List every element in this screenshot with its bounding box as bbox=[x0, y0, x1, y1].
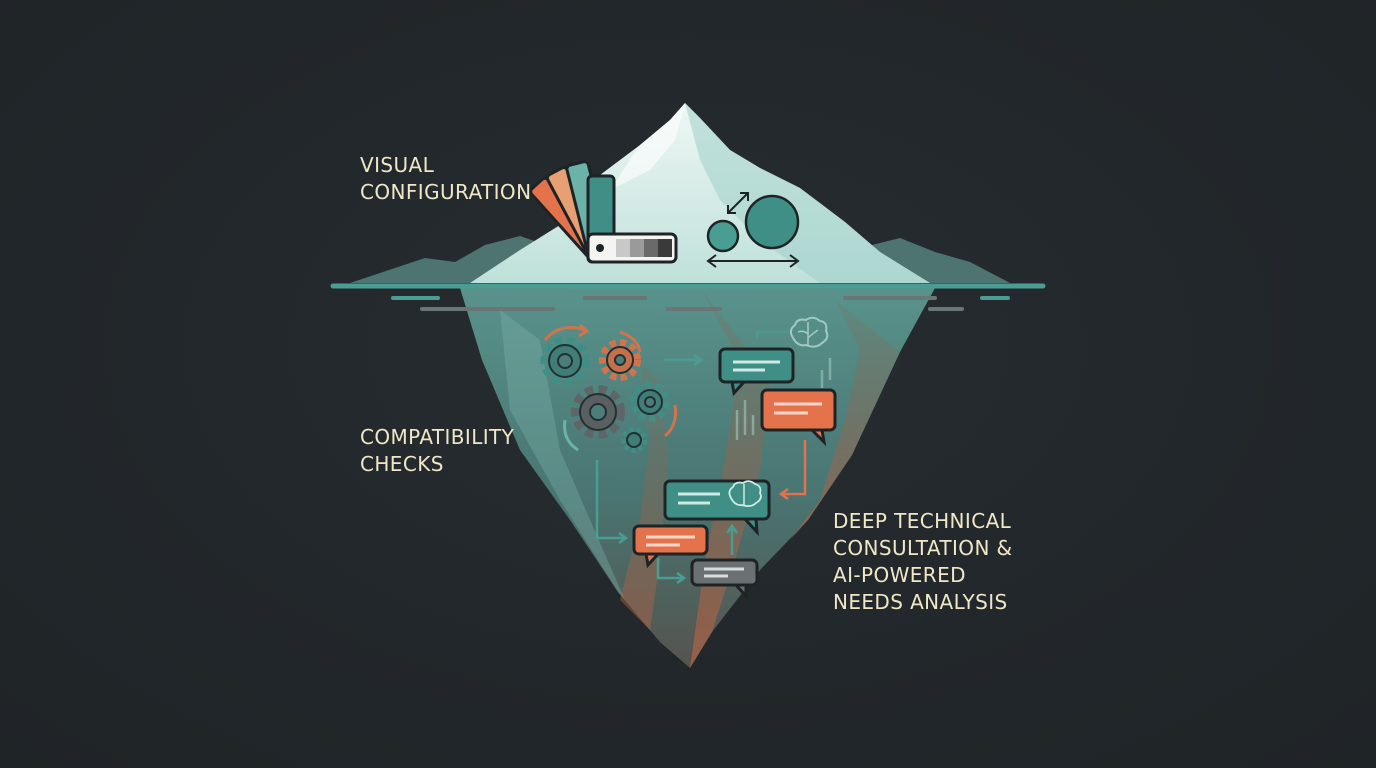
label-deep-technical-consultation: DEEP TECHNICAL CONSULTATION & AI-POWERED… bbox=[833, 509, 1013, 614]
flow-arrows bbox=[595, 330, 832, 585]
color-swatch-icon bbox=[529, 160, 678, 264]
resize-circles-icon bbox=[706, 192, 800, 268]
label-visual-configuration: VISUAL CONFIGURATION bbox=[360, 153, 532, 204]
gears-icon bbox=[540, 323, 677, 453]
waterline bbox=[330, 283, 1046, 311]
label-compatibility-checks: COMPATIBILITY CHECKS bbox=[360, 425, 515, 476]
chat-bubbles-icon bbox=[632, 347, 837, 600]
brain-icon bbox=[728, 316, 829, 508]
